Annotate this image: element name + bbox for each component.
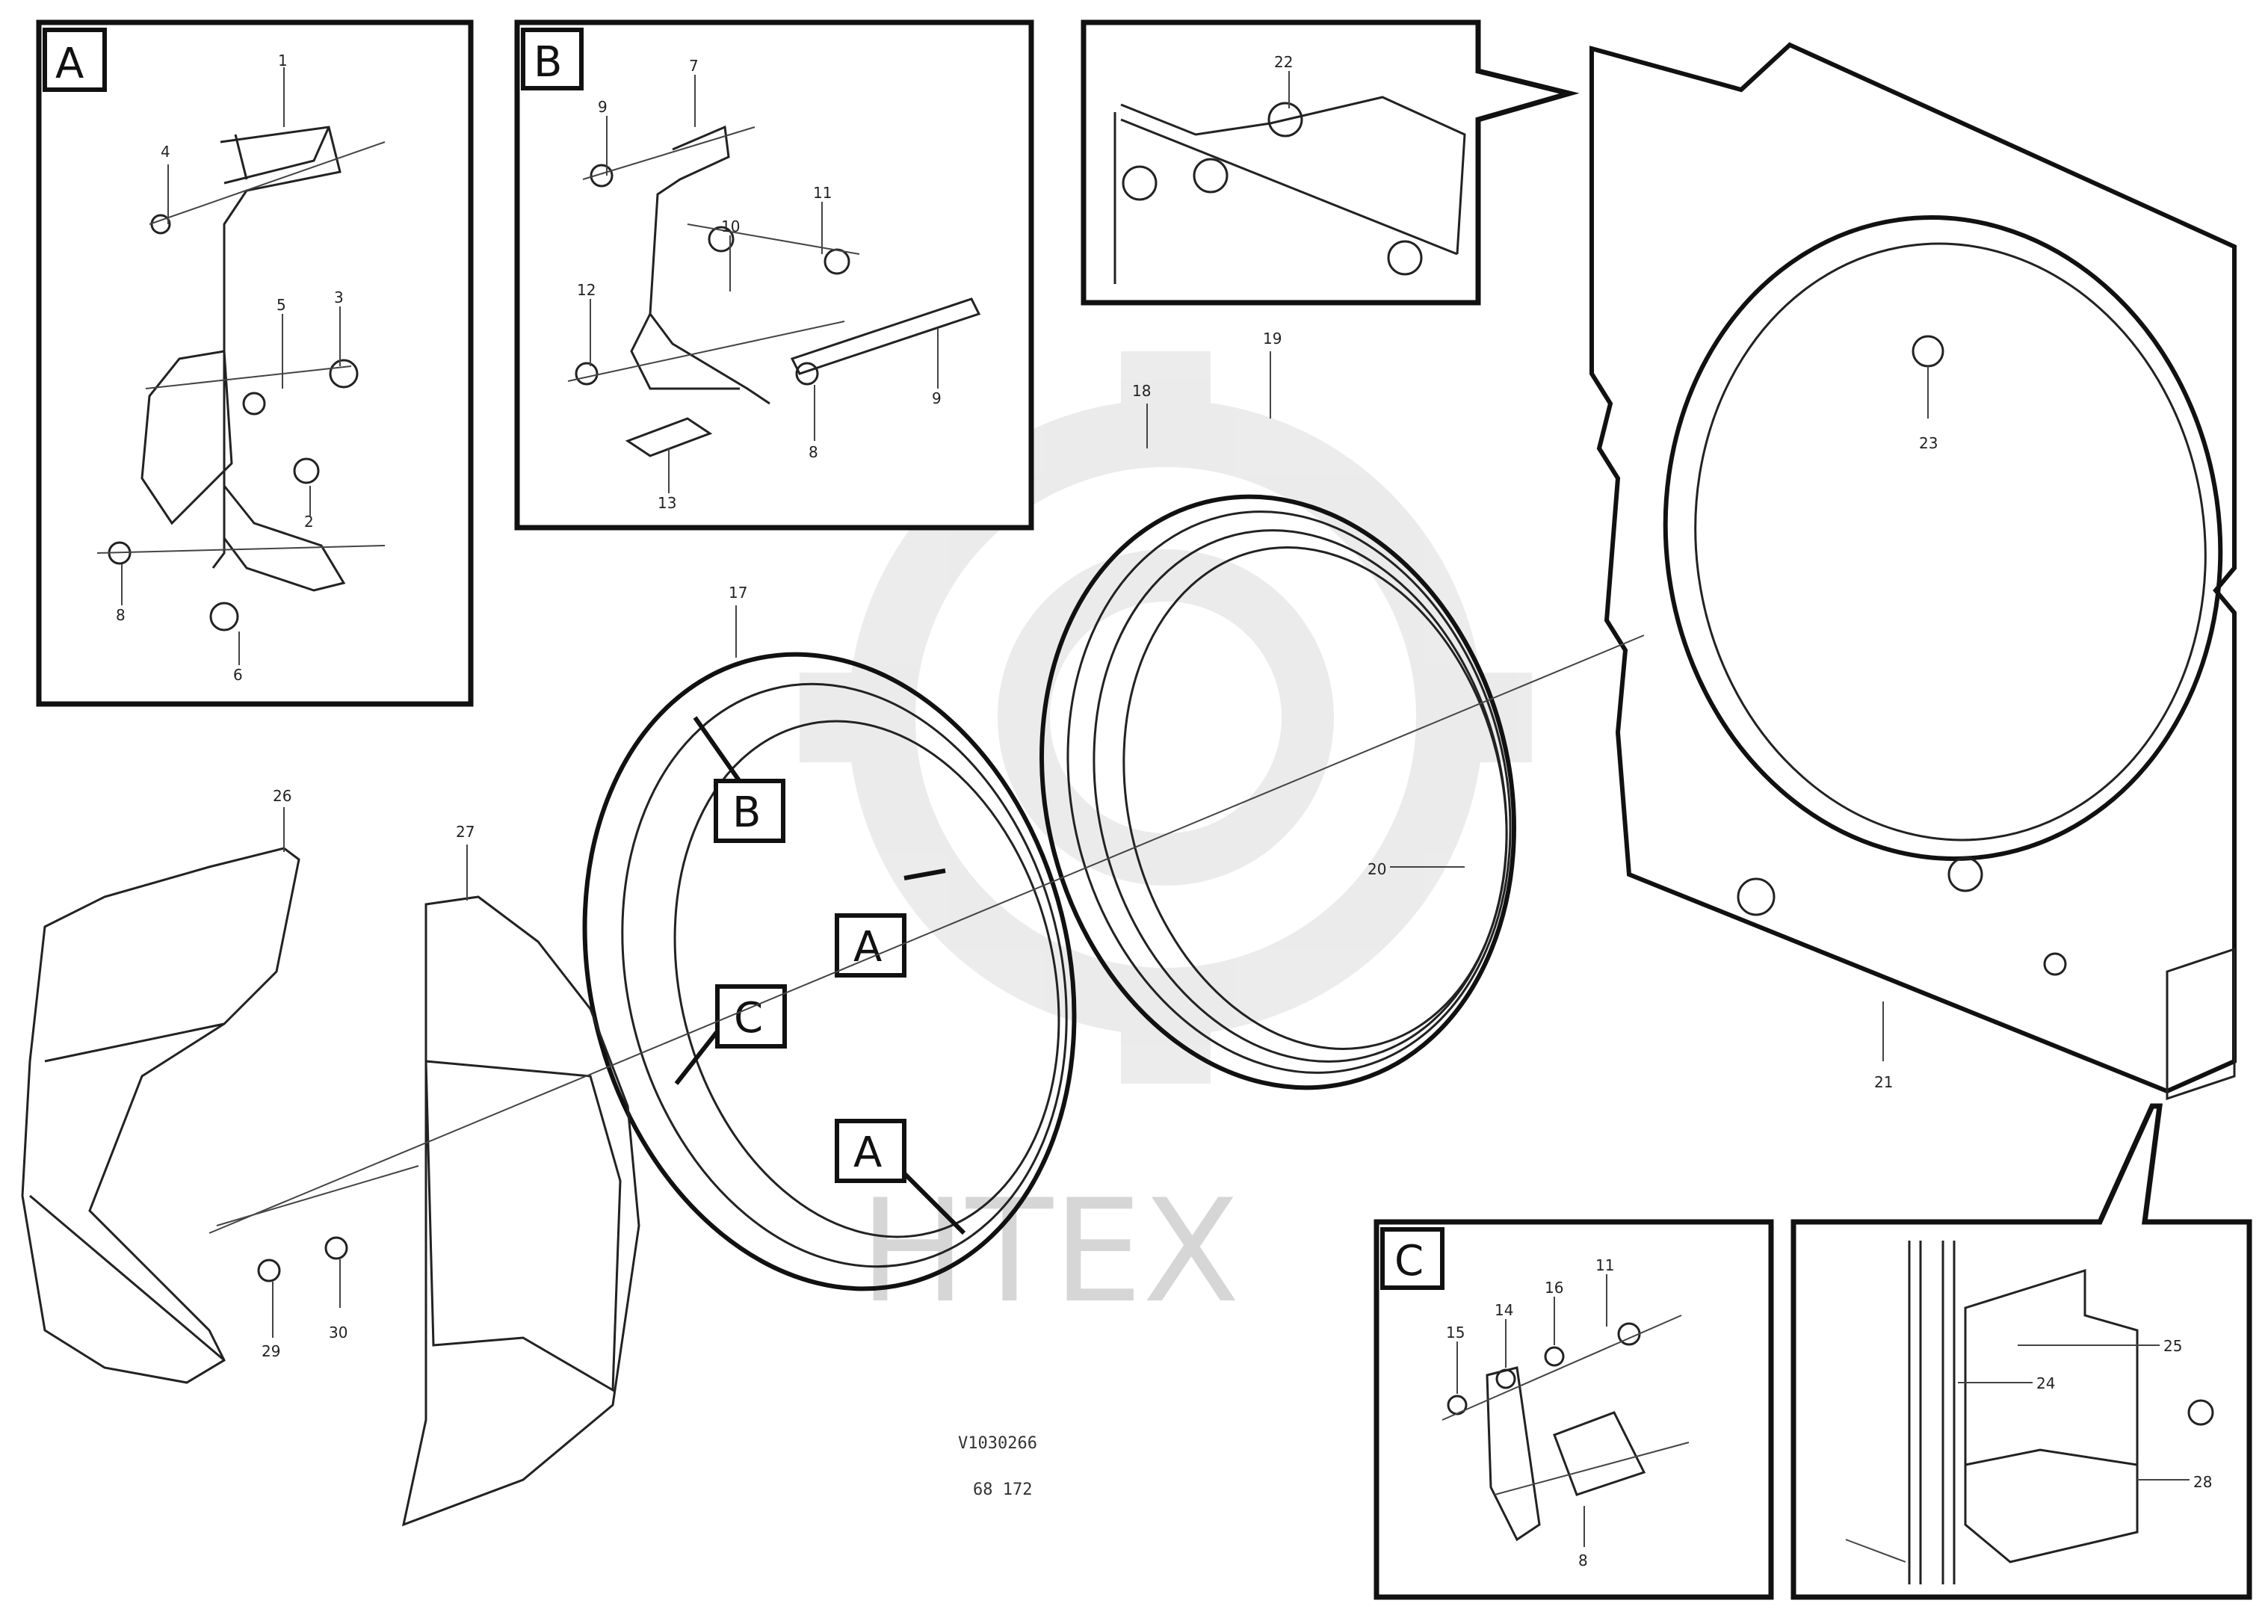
watermark-text: HTEX (859, 1169, 1240, 1334)
ring-tag-b-box (714, 779, 785, 843)
detail-a-tag-box (43, 28, 107, 92)
drawing-reference: V1030266 68 172 (958, 1434, 1037, 1499)
ring-tag-a-upper-box (835, 913, 906, 978)
callout-15: 15 (1446, 1324, 1465, 1342)
watermark-gear-logo (800, 351, 1532, 1084)
callout-18: 18 (1132, 382, 1151, 400)
callout-6: 6 (233, 666, 243, 684)
callout-9: 9 (598, 98, 608, 116)
ring-tag-a-lower-box (835, 1119, 906, 1183)
callout-12: 12 (577, 281, 596, 299)
callout-7: 7 (689, 57, 699, 75)
callout-11: 11 (1595, 1256, 1614, 1274)
callout-23: 23 (1919, 434, 1938, 452)
detail-b-tag-box (521, 28, 584, 90)
callout-8: 8 (116, 606, 126, 624)
callout-2: 2 (304, 513, 314, 531)
callout-24: 24 (2036, 1374, 2055, 1392)
callout-28: 28 (2193, 1473, 2212, 1491)
drawing-page: 68 172 (973, 1481, 1032, 1499)
callout-16: 16 (1545, 1279, 1563, 1297)
detail-bottom-right-inset: 25 24 28 (1790, 1103, 2252, 1600)
detail-c-tag-box (1380, 1227, 1444, 1290)
ring-17: 17 B A C A (582, 584, 1077, 1291)
callout-4: 4 (161, 143, 170, 161)
callout-29: 29 (262, 1342, 280, 1360)
assembly-axis-line (208, 635, 1645, 1234)
callout-19: 19 (1263, 330, 1282, 348)
seal-ring-18: 18 19 20 (1039, 330, 1516, 1090)
callout-21: 21 (1874, 1073, 1893, 1091)
callout-3: 3 (334, 288, 344, 306)
callout-1: 1 (278, 52, 288, 70)
ring-tag-b: B (732, 788, 761, 837)
ring-tag-a-upper: A (853, 923, 882, 972)
callout-8: 8 (809, 443, 818, 461)
callout-25: 25 (2163, 1337, 2182, 1355)
callout-5: 5 (276, 296, 286, 314)
ring-tag-c: C (734, 994, 763, 1043)
callout-20: 20 (1368, 860, 1386, 878)
callout-8: 8 (1578, 1552, 1588, 1569)
detail-a-inset: A 1 4 3 5 2 8 6 (36, 19, 474, 707)
callout-11: 11 (813, 184, 832, 202)
callout-27: 27 (456, 823, 475, 841)
detail-c-inset: C 15 14 16 11 8 (1374, 1219, 1774, 1600)
callout-9: 9 (932, 389, 942, 407)
callout-13: 13 (658, 494, 676, 512)
callout-26: 26 (273, 787, 291, 805)
detail-c-tag: C (1394, 1237, 1424, 1285)
callout-30: 30 (329, 1324, 347, 1342)
callout-14: 14 (1495, 1301, 1513, 1319)
mesh-screen-27: 27 29 30 (216, 823, 640, 1527)
detail-b-tag: B (534, 38, 562, 87)
mesh-screen-26: 26 (21, 787, 300, 1384)
detail-top-right-inset: 22 (1081, 19, 1580, 306)
shroud-plate-21: 23 21 (1589, 42, 2237, 1101)
callout-17: 17 (729, 584, 747, 602)
detail-b-inset: B 9 7 11 10 12 8 9 13 (514, 19, 1034, 531)
callout-10: 10 (721, 217, 740, 235)
drawing-code: V1030266 (958, 1434, 1037, 1453)
detail-a-tag: A (55, 40, 84, 88)
callout-22: 22 (1274, 53, 1293, 71)
ring-tag-a-lower: A (853, 1129, 882, 1177)
